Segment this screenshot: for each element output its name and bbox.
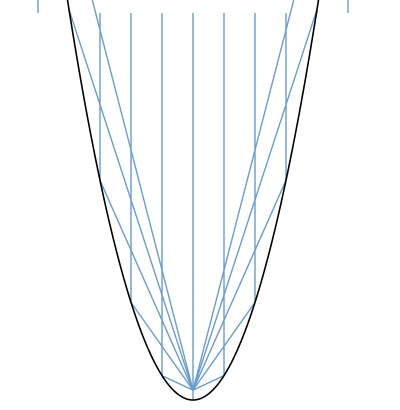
reflected-ray-9 [192, 9, 318, 391]
reflected-ray-4 [161, 374, 194, 391]
reflected-ray-10 [192, 0, 295, 391]
reflected-ray-7 [192, 301, 256, 391]
reflected-ray-0 [91, 0, 194, 391]
reflected-ray-6 [192, 374, 225, 391]
reflected-ray-2 [99, 180, 194, 391]
rays-layer [37, 0, 349, 400]
reflected-ray-8 [192, 180, 287, 391]
parabola-curve [66, 0, 320, 401]
